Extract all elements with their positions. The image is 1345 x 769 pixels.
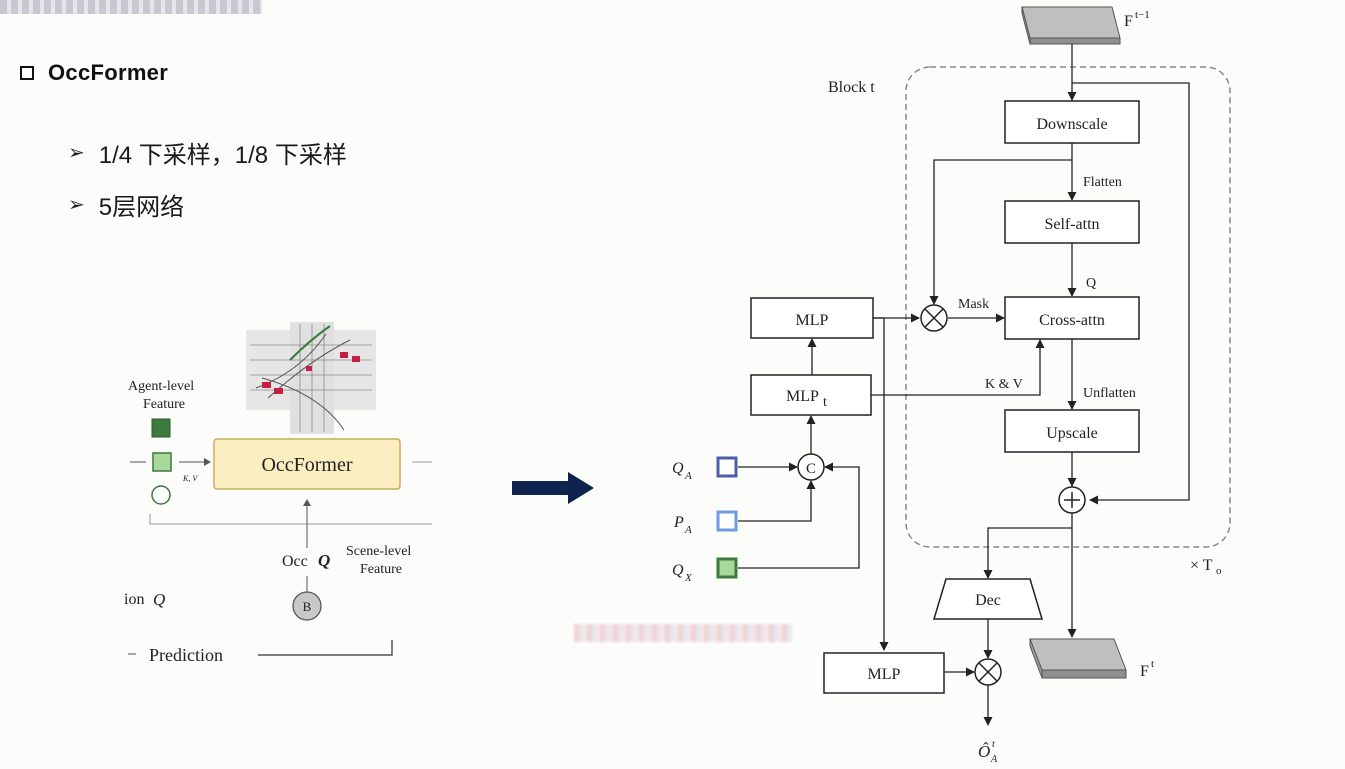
ion-q-label: Q [153,590,165,609]
agent-feature-label-1: Agent-level [128,379,194,394]
feature-map-prev [1021,6,1121,45]
qa-input-square [716,456,738,478]
top-header-blur [0,0,262,14]
mlp-bottom-box [823,652,945,694]
arrow-right-icon: ➢ [68,141,85,164]
qx-label: Q [672,562,684,579]
bullet-text: 1/4 下采样，1/8 下采样 [98,141,347,169]
agent-feature-label-2: Feature [143,397,185,412]
output-sub: A [990,754,998,765]
mlp-top-box [750,297,874,339]
bullet-list: ➢ 1/4 下采样，1/8 下采样 ➢ 5层网络 [68,126,347,230]
pa-label: P [673,514,684,531]
cross-product-icon [974,658,1002,686]
flatten-label: Flatten [1083,175,1122,190]
mlp-t-sub: t [823,395,827,410]
mlp-t-label: MLP [786,388,819,405]
b-node [292,591,322,621]
self-attn-box [1004,200,1140,244]
mlp-t-box [750,374,872,416]
agent-feature-circle [151,485,171,505]
q-label: Q [1086,276,1096,291]
agent-feature-dark-square [151,418,171,438]
arrow-right-icon [204,458,211,466]
cross-product-icon [920,304,948,332]
list-item: ➢ 1/4 下采样，1/8 下采样 [68,126,347,178]
edge [738,480,816,522]
qa-sub: A [684,470,692,482]
bullet-text: 5层网络 [98,193,185,221]
list-item: ➢ 5层网络 [68,178,347,230]
arrow-up-icon [303,499,311,506]
kv-edge [871,339,1045,396]
occ-label: Occ [282,553,308,570]
edge [873,317,889,651]
downscale-box [1004,100,1140,144]
qa-label: Q [672,460,684,477]
downscale-label: Downscale [1036,116,1107,133]
slide-title-row: OccFormer [20,60,168,86]
agent-feature-light-square [152,452,172,472]
repeat-sub: o [1216,565,1222,577]
output-label: Ô [978,742,990,761]
bracket-line [258,640,393,656]
qx-sub: X [684,572,693,584]
prediction-label: Prediction [149,645,223,665]
dec-box [932,578,1044,620]
repeat-label: × T [1190,557,1213,574]
f-prev-label: F [1124,13,1133,30]
dec-label: Dec [975,592,1001,609]
edge [983,527,1072,579]
occupancy-map-image [246,322,376,434]
occformer-block-label: OccFormer [261,454,352,476]
b-node-label: B [303,599,312,614]
concat-label: C [806,461,816,477]
ion-label: ion [124,591,144,608]
feature-map-current [1029,638,1127,679]
residual-edge [1072,82,1190,505]
output-sup: t [992,739,995,750]
block-t-container [905,66,1231,548]
pa-sub: A [684,524,692,536]
kv-small-label: K, V [182,474,198,483]
pa-input-square [716,510,738,532]
ft-label: F [1140,663,1149,680]
mlp-top-label: MLP [796,312,829,329]
block-t-label: Block t [828,79,875,96]
scene-feature-label-1: Scene-level [346,544,411,559]
mlp-bottom-label: MLP [868,666,901,683]
occ-q-label: Q [318,551,330,570]
edge [738,462,860,569]
square-outline-icon [20,66,34,80]
unflatten-label: Unflatten [1083,386,1136,401]
upscale-box [1004,409,1140,453]
occformer-block [213,438,401,490]
mask-label: Mask [958,297,989,312]
slide-title: OccFormer [48,60,169,85]
arrow-right-icon: ➢ [68,193,85,216]
blurred-caption [574,624,792,642]
plus-circle-icon [1058,486,1086,514]
scene-feature-label-2: Feature [360,562,402,577]
f-prev-sup: t−1 [1135,9,1150,21]
arrow-right-icon [512,472,594,504]
cross-attn-label: Cross-attn [1039,312,1105,329]
kv-label: K & V [985,377,1023,392]
self-attn-label: Self-attn [1044,216,1099,233]
bracket-line [149,514,432,525]
ft-sup: t [1151,658,1154,670]
upscale-label: Upscale [1046,425,1098,442]
qx-input-square [716,557,738,579]
mask-branch-edge [929,159,1072,305]
